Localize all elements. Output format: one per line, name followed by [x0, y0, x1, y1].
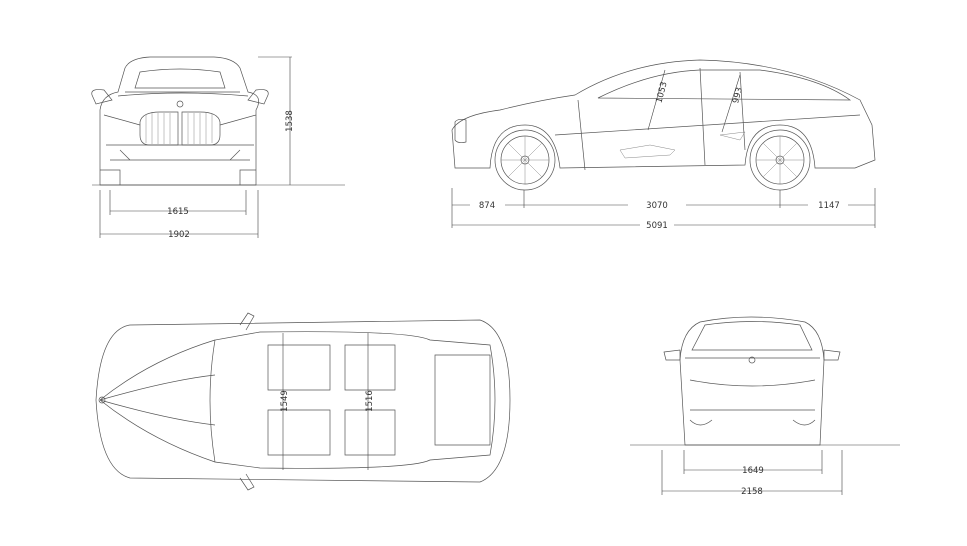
dim-front-shoulder: 1549 — [280, 390, 290, 412]
side-view — [451, 59, 876, 228]
top-view — [95, 312, 511, 491]
dim-height: 1538 — [285, 110, 295, 132]
dim-width: 1902 — [168, 230, 190, 240]
dim-width-mirrors: 2158 — [741, 487, 763, 497]
dim-rear-shoulder: 1516 — [365, 390, 375, 412]
dim-front-overhang: 874 — [479, 201, 495, 211]
dim-length: 5091 — [646, 221, 668, 231]
rear-view — [630, 316, 900, 495]
dim-front-headroom: 1053 — [654, 81, 669, 104]
dim-wheelbase: 3070 — [646, 201, 668, 211]
dim-rear-overhang: 1147 — [818, 201, 840, 211]
front-view — [91, 56, 345, 238]
dim-track-front: 1615 — [167, 207, 189, 217]
dim-track-rear: 1649 — [742, 466, 764, 476]
dim-rear-headroom: 993 — [731, 86, 745, 104]
